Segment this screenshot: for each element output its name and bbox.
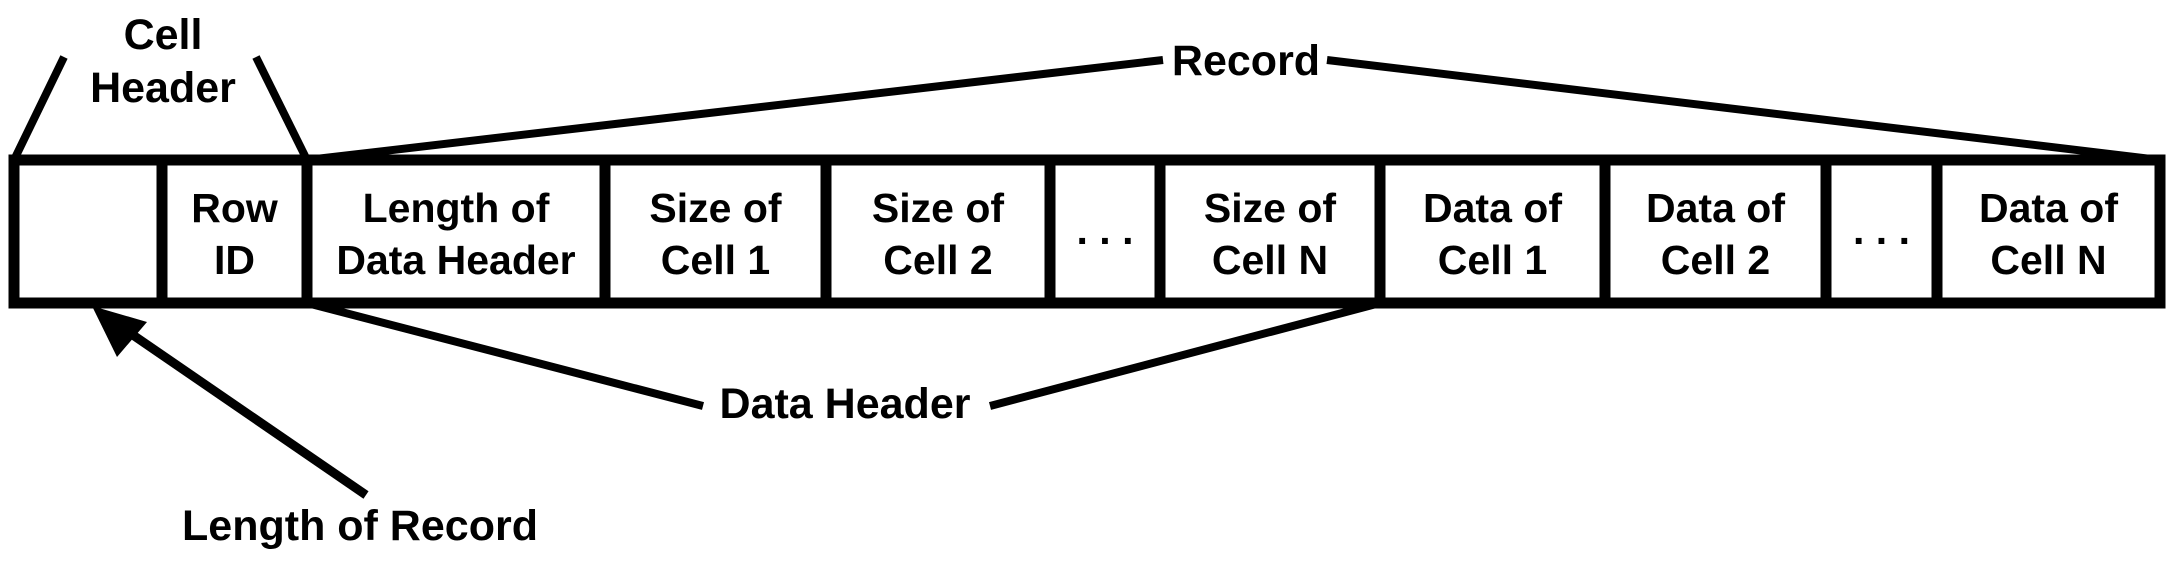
cell-header-bracket bbox=[10, 55, 311, 162]
length-of-record-arrow-shaft bbox=[127, 329, 369, 499]
record-bracket-left-line bbox=[306, 56, 1164, 164]
length-of-record-label: Length of Record bbox=[182, 502, 538, 550]
cell-header-label-line-2: Header bbox=[90, 64, 236, 112]
cell-header-label-line-1: Cell bbox=[124, 11, 203, 59]
cell-box-cell-header-length bbox=[8, 154, 168, 309]
length-of-record-arrow bbox=[92, 306, 369, 499]
cell-box-size-of-cell-n bbox=[1154, 154, 1386, 309]
cell-label-row-id-line-1: Row bbox=[191, 185, 278, 231]
cell-label-size-of-cell-n-line-1: Size of bbox=[1204, 185, 1336, 231]
cell-label-length-of-data-header-line-1: Length of bbox=[363, 185, 550, 231]
data-header-bracket-left-line bbox=[305, 299, 705, 410]
record-bracket-right-line bbox=[1326, 56, 2161, 164]
arrowhead-icon bbox=[92, 306, 147, 357]
cell-box-data-of-cell-n bbox=[1931, 154, 2166, 309]
cell-label-data-of-cell-n-line-2: Cell N bbox=[1990, 237, 2106, 283]
cell-label-data-of-cell-2-line-1: Data of bbox=[1646, 185, 1785, 231]
record-bracket bbox=[306, 56, 2161, 164]
cell-label-data-of-cell-n-line-1: Data of bbox=[1979, 185, 2118, 231]
cell-header-bracket-right-line bbox=[252, 55, 311, 162]
cell-label-size-of-cell-1-line-1: Size of bbox=[649, 185, 781, 231]
record-label: Record bbox=[1172, 37, 1320, 85]
cell-label-size-of-cell-n-line-2: Cell N bbox=[1212, 237, 1328, 283]
cell-label-data-of-cell-1-line-1: Data of bbox=[1423, 185, 1562, 231]
data-header-bracket-right-line bbox=[988, 299, 1382, 410]
cell-label-size-of-cell-1-line-2: Cell 1 bbox=[661, 237, 770, 283]
cell-label-length-of-data-header-line-2: Data Header bbox=[336, 237, 575, 283]
data-header-bracket bbox=[305, 299, 1382, 410]
cell-label-data-ellipsis-line-1: . . . bbox=[1853, 207, 1910, 253]
cell-label-data-of-cell-1-line-2: Cell 1 bbox=[1438, 237, 1547, 283]
cell-header-bracket-left-line bbox=[10, 55, 68, 162]
cell-label-data-of-cell-2-line-2: Cell 2 bbox=[1661, 237, 1770, 283]
cell-label-size-of-cell-2-line-2: Cell 2 bbox=[883, 237, 992, 283]
cell-label-size-ellipsis-line-1: . . . bbox=[1077, 207, 1134, 253]
data-header-label: Data Header bbox=[720, 380, 971, 428]
cell-box-length-of-data-header bbox=[301, 154, 611, 309]
cell-label-size-of-cell-2-line-1: Size of bbox=[872, 185, 1004, 231]
cell-label-row-id-line-2: ID bbox=[214, 237, 255, 283]
cell-box-row-id bbox=[156, 154, 313, 309]
